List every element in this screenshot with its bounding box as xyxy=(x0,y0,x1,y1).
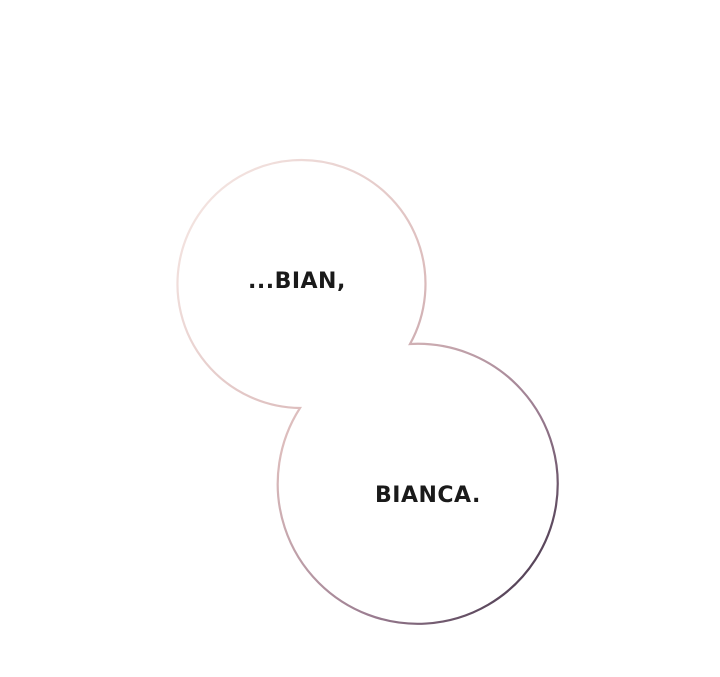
speech-bubble-outline xyxy=(176,158,559,625)
speech-text-second: BIANCA. xyxy=(375,483,481,508)
speech-text-first: ...BIAN, xyxy=(248,269,346,294)
